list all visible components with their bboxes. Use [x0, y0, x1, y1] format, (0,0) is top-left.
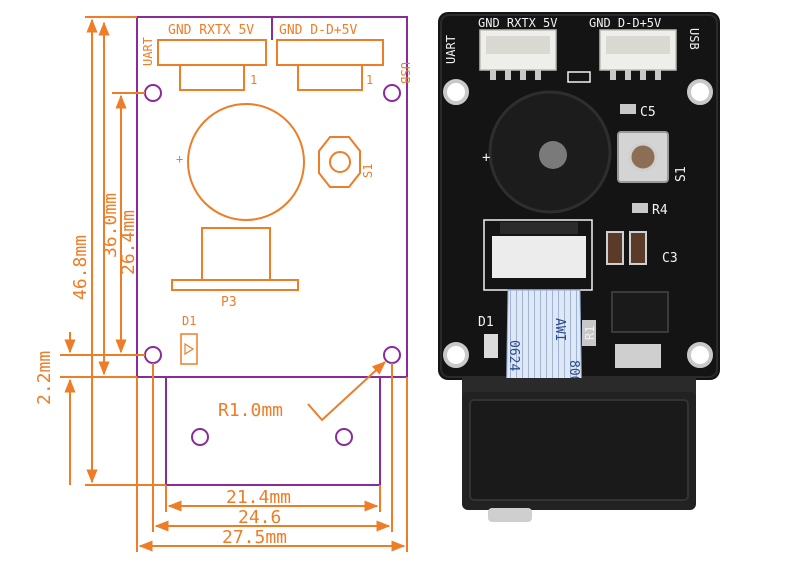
photo-smd-c5 [620, 104, 636, 114]
photo-ribbon-text-c: 800 [566, 360, 581, 383]
uart-label: UART [141, 37, 155, 66]
photo-buzzer-center [539, 141, 567, 169]
usb-connector [276, 39, 384, 91]
photo-hole-bottom-right [687, 342, 713, 368]
photo-smd-r4 [632, 203, 648, 213]
mount-hole-top-left [144, 84, 162, 102]
photo-cap-left [606, 231, 624, 265]
photo-d1-label: D1 [478, 315, 494, 330]
photo-c3-label: C3 [662, 251, 678, 266]
dim-width-inner-label: 21.4mm [226, 487, 291, 508]
photo-uart-connector [479, 29, 557, 80]
switch-outline [318, 136, 361, 188]
board-outline [136, 16, 408, 378]
photo-usb-connector [599, 29, 677, 80]
scanner-hole-right [335, 428, 353, 446]
photo-smd-upper [567, 71, 591, 83]
photo-cap-right [629, 231, 647, 265]
photo-c5-label: C5 [640, 105, 656, 120]
camera-body [201, 227, 271, 281]
dim-width-inner [165, 485, 381, 512]
scanner-outline [165, 376, 381, 486]
photo-ribbon-text-b: 0624 [506, 340, 521, 371]
mount-hole-bottom-right [383, 346, 401, 364]
dim-width-mid [152, 363, 393, 532]
switch-button-icon [329, 151, 351, 173]
scanner-hole-left [191, 428, 209, 446]
dim-width-total [136, 377, 408, 552]
module-photo: GND RXTX 5V GND D-D+5V UART USB C5 + S1 … [438, 12, 720, 522]
photo-switch-button-icon [628, 142, 658, 172]
switch-label: S1 [361, 164, 375, 178]
buzzer-outline [187, 103, 305, 221]
dim-width-total-label: 27.5mm [222, 527, 287, 548]
photo-s1-label: S1 [674, 166, 689, 182]
photo-fpc-body [492, 236, 586, 278]
mount-hole-top-right [383, 84, 401, 102]
led-outline [180, 333, 198, 365]
photo-buzzer-plus: + [482, 150, 490, 166]
usb-pin-labels: GND D-D+5V [279, 23, 357, 38]
photo-ribbon-text-a: AWI [552, 318, 567, 341]
camera-label: P3 [221, 295, 237, 310]
photo-scanner-window [469, 399, 689, 501]
uart-pin-labels: GND RXTX 5V [168, 23, 254, 38]
dim-radius-leader [307, 361, 387, 422]
photo-uart-pin-labels: GND RXTX 5V [478, 16, 557, 30]
uart-pin1-label: 1 [250, 73, 257, 87]
usb-pin1-label: 1 [366, 73, 373, 87]
photo-r1-part [582, 320, 596, 346]
photo-fpc-latch [500, 222, 578, 234]
led-label: D1 [182, 314, 196, 328]
camera-flex-base [171, 279, 299, 291]
photo-r1-label: R1 [583, 326, 597, 340]
photo-led [484, 334, 498, 358]
photo-regulator [611, 291, 669, 333]
dim-offset [60, 332, 145, 485]
photo-r4-label: R4 [652, 203, 668, 218]
uart-connector [157, 39, 267, 91]
dim-height-upper-label: 26.4mm [118, 210, 139, 275]
dimension-drawing: GND RXTX 5V GND D-D+5V UART USB 1 1 + S1… [34, 16, 412, 552]
photo-hole-top-left [443, 79, 469, 105]
photo-usb-pin-labels: GND D-D+5V [589, 16, 661, 30]
buzzer-plus-label: + [176, 152, 183, 166]
dim-offset-label: 2.2mm [34, 351, 55, 405]
dim-width-mid-label: 24.6 [238, 507, 281, 528]
photo-scanner-lens-mount [488, 508, 532, 522]
photo-usb-label: USB [687, 28, 701, 50]
photo-hole-bottom-left [443, 342, 469, 368]
mount-hole-bottom-left [144, 346, 162, 364]
photo-uart-label: UART [444, 35, 458, 64]
photo-regulator-tab [615, 344, 661, 368]
usb-label: USB [398, 62, 412, 84]
led-arrow-icon [184, 342, 195, 356]
photo-hole-top-right [687, 79, 713, 105]
dim-radius-label: R1.0mm [218, 400, 283, 421]
dim-height-total-label: 46.8mm [70, 235, 91, 300]
